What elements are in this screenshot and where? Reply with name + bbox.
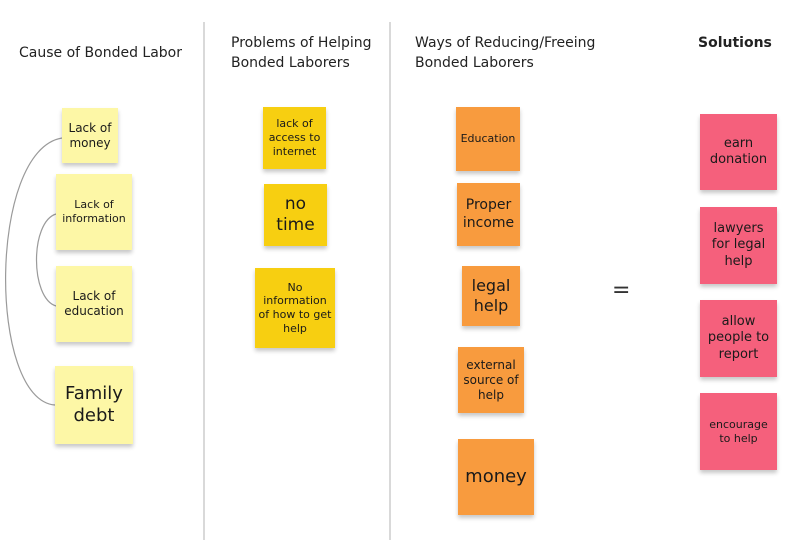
note-text: Lack of money: [68, 120, 112, 150]
sticky-note-way[interactable]: Proper income: [457, 183, 520, 246]
sticky-note-cause[interactable]: Lack of money: [62, 108, 118, 163]
note-text: lack of access to internet: [268, 117, 321, 158]
equals-sign: =: [612, 278, 631, 303]
sticky-note-solution[interactable]: encourage to help: [700, 393, 777, 470]
connector-money-to-debt: [5, 137, 63, 406]
sticky-note-cause[interactable]: Lack of education: [56, 266, 132, 342]
column-divider-1: [203, 22, 205, 540]
note-text: no time: [276, 193, 315, 235]
note-text: Lack of education: [64, 289, 124, 318]
sticky-note-solution[interactable]: allow people to report: [700, 300, 777, 377]
column-divider-2: [389, 22, 391, 540]
note-text: earn donation: [709, 135, 768, 167]
sticky-note-problem[interactable]: lack of access to internet: [263, 107, 326, 169]
sticky-note-way[interactable]: external source of help: [458, 347, 524, 413]
note-text: lawyers for legal help: [711, 221, 766, 269]
sticky-note-way[interactable]: legal help: [462, 266, 520, 326]
note-text: allow people to report: [707, 314, 770, 362]
sticky-note-solution[interactable]: earn donation: [700, 114, 777, 190]
sticky-note-problem[interactable]: No information of how to get help: [255, 268, 335, 348]
note-text: encourage to help: [709, 417, 768, 445]
note-text: Proper income: [462, 197, 515, 231]
sticky-note-problem[interactable]: no time: [264, 184, 327, 246]
connector-information-to-education: [35, 213, 57, 307]
note-text: Family debt: [65, 382, 123, 427]
sticky-note-solution[interactable]: lawyers for legal help: [700, 207, 777, 284]
column-title-cause: Cause of Bonded Labor: [19, 45, 182, 61]
note-text: No information of how to get help: [258, 280, 332, 335]
sticky-note-way[interactable]: money: [458, 439, 534, 515]
note-text: Education: [460, 132, 516, 146]
sticky-note-cause[interactable]: Family debt: [55, 366, 133, 444]
column-title-ways: Ways of Reducing/Freeing Bonded Laborers: [415, 35, 596, 71]
note-text: external source of help: [463, 357, 519, 402]
note-text: Lack of information: [62, 198, 126, 225]
note-text: legal help: [471, 276, 511, 315]
column-title-problems: Problems of Helping Bonded Laborers: [231, 35, 372, 71]
note-text: money: [465, 465, 527, 487]
column-title-solutions: Solutions: [698, 35, 772, 51]
sticky-note-cause[interactable]: Lack of information: [56, 174, 132, 250]
sticky-note-way[interactable]: Education: [456, 107, 520, 171]
